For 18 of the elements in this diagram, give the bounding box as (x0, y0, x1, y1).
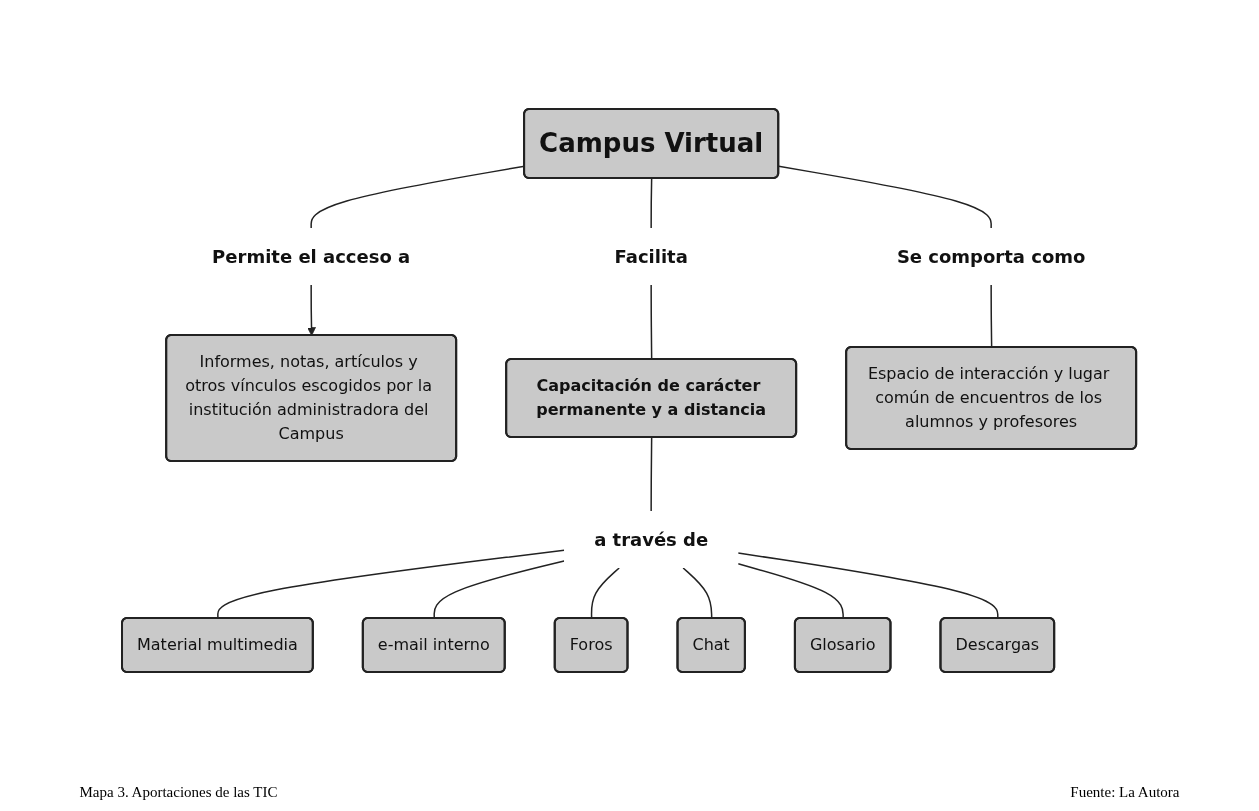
node-text: Se comporta como (897, 245, 1086, 267)
node-text: a través de (594, 528, 709, 550)
connector (737, 562, 845, 619)
connector (650, 283, 653, 360)
node-text: Facilita (614, 245, 689, 267)
connector (591, 566, 621, 619)
arrow (307, 283, 317, 336)
connector (990, 283, 993, 348)
connector (650, 436, 653, 512)
connector (650, 177, 653, 229)
connector (778, 165, 993, 229)
caption: Mapa 3. Aportaciones de las TIC (79, 784, 278, 801)
source-note: Fuente: La Autora (1070, 784, 1180, 800)
connector (737, 551, 999, 619)
connector (217, 548, 566, 619)
connector (433, 559, 566, 619)
connector (682, 566, 713, 619)
node-text: Permite el acceso a (212, 245, 411, 267)
